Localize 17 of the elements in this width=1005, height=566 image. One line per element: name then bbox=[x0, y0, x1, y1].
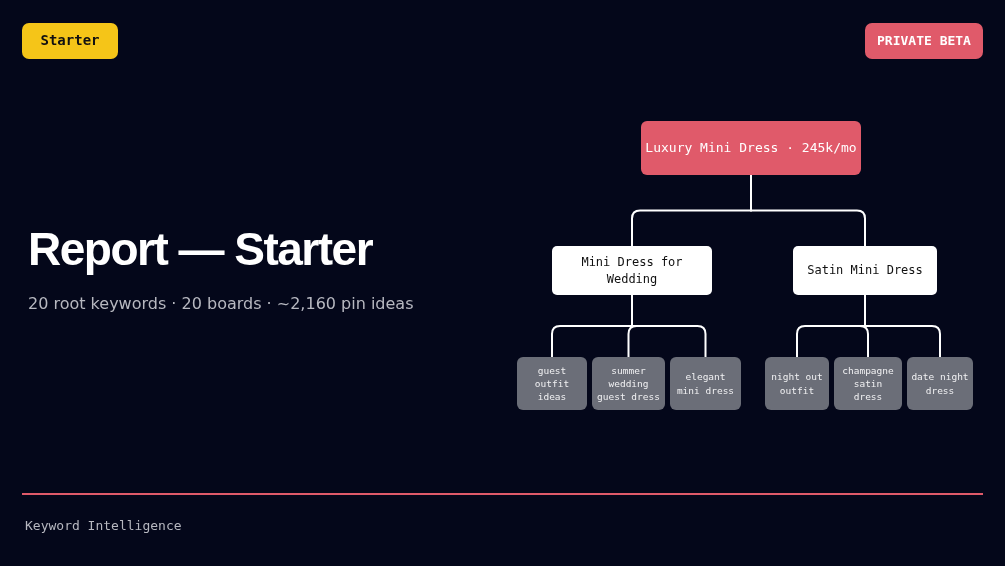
pin-idea-box: elegant mini dress bbox=[670, 357, 741, 410]
pin-idea-box: date night dress bbox=[907, 357, 973, 410]
footer-text: Keyword Intelligence bbox=[25, 518, 182, 533]
pin-idea-box: summer wedding guest dress bbox=[592, 357, 665, 410]
pin-idea-box: guest outfit ideas bbox=[517, 357, 587, 410]
pin-idea-box: champagne satin dress bbox=[834, 357, 902, 410]
plan-badge: Starter bbox=[22, 23, 118, 59]
pin-idea-box: night out outfit bbox=[765, 357, 829, 410]
root-keyword-box: Luxury Mini Dress · 245k/mo bbox=[641, 121, 861, 175]
report-stats: 20 root keywords · 20 boards · ~2,160 pin ideas bbox=[28, 294, 414, 313]
keyword-box: Mini Dress for Wedding bbox=[552, 246, 712, 295]
status-badge: PRIVATE BETA bbox=[865, 23, 983, 59]
connector-line bbox=[631, 294, 707, 358]
connector-line bbox=[864, 294, 941, 358]
keyword-box: Satin Mini Dress bbox=[793, 246, 937, 295]
connector-line bbox=[750, 174, 866, 247]
report-title: Report — Starter bbox=[28, 222, 373, 276]
